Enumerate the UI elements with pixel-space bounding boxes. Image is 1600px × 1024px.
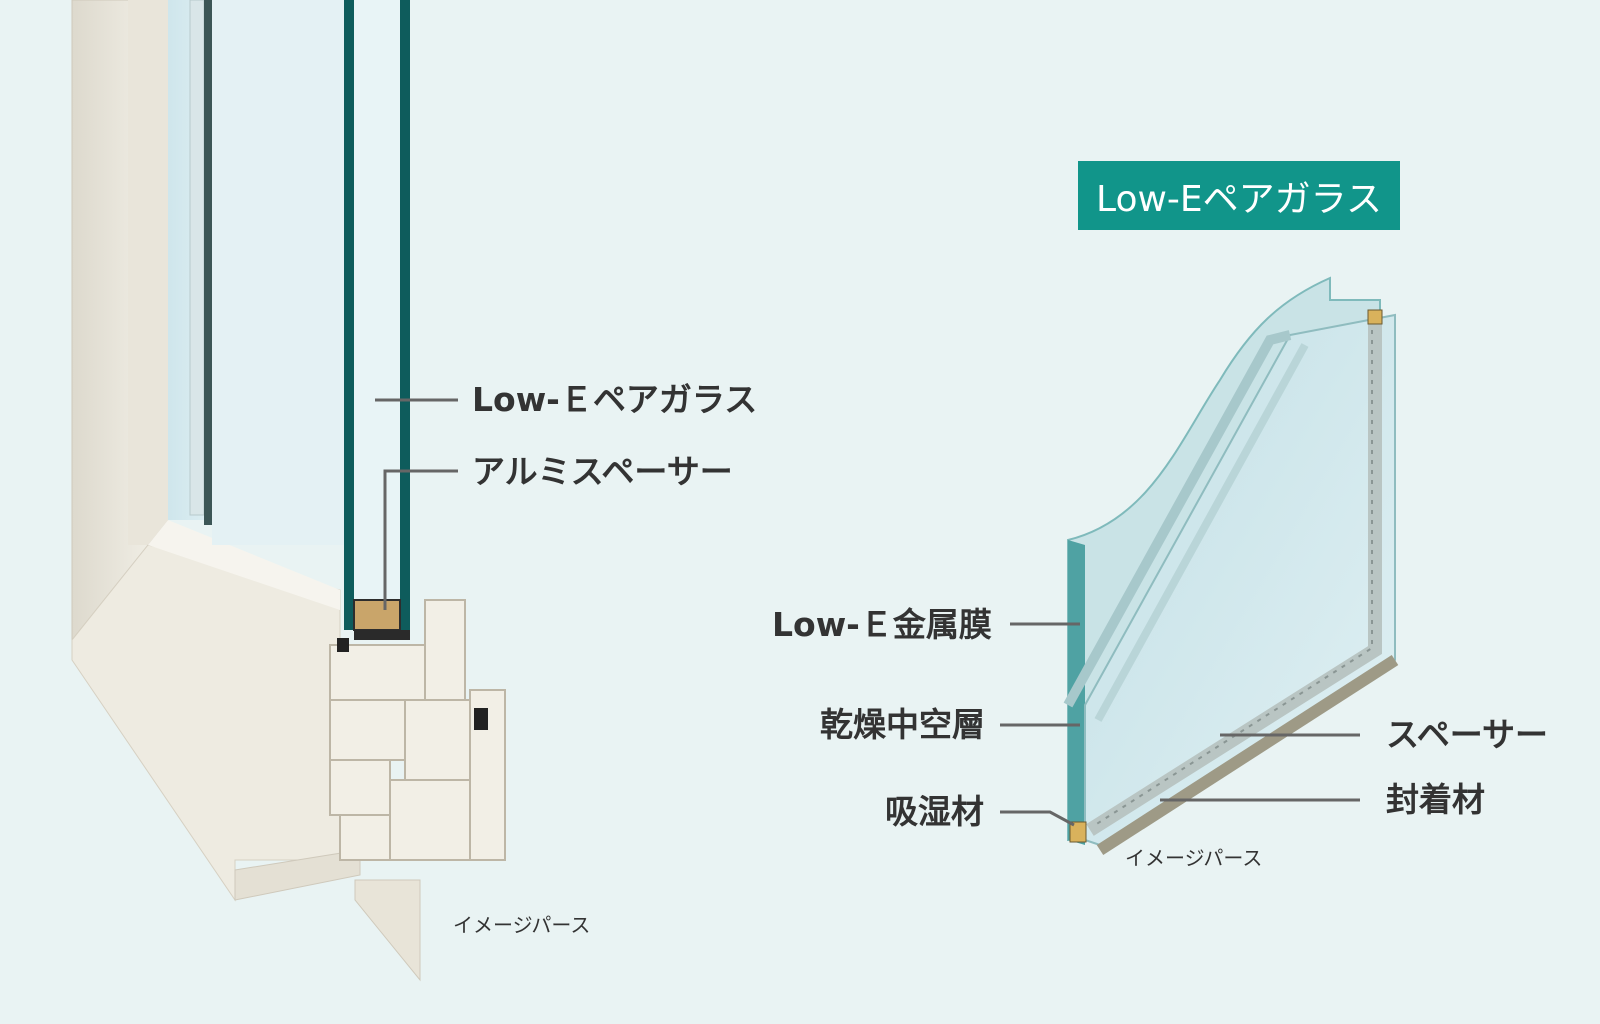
glazing-bead [204,0,212,525]
title-badge: Low-Eペアガラス [1078,161,1400,230]
outer-glass-pane-2 [400,0,410,630]
leader-desiccant [1000,810,1075,827]
inner-glass-pane-2 [212,0,344,545]
spacer-seal [354,630,410,640]
frame-post-edge [128,0,168,545]
label-dry-air-layer: 乾燥中空層 [820,705,985,744]
leader-aluminum-spacer [383,469,458,610]
caption-window-section: イメージパース [453,913,591,937]
label-sealant: 封着材 [1386,780,1485,819]
window-frame-section [71,0,506,982]
frame-profile-chambers [329,599,506,861]
sash-strip [189,0,205,516]
frame-lower-flange [234,849,361,901]
label-low-e-metal-film: Low-Ｅ金属膜 [772,605,992,644]
label-desiccant: 吸湿材 [885,792,984,831]
frame-sill [71,544,341,902]
label-low-e-pair-glass: Low-Ｅペアガラス [472,380,758,419]
aluminum-spacer [353,599,401,631]
glass-front-bevel-2 [1094,343,1309,722]
frame-fin [354,879,421,982]
frame-sill-top [148,520,340,610]
desiccant-top [1367,309,1383,325]
spacer-frame [1086,320,1382,836]
label-spacer: スペーサー [1386,715,1549,754]
sealant-band [1096,654,1399,856]
desiccant-block [1069,821,1087,843]
caption-glass-unit: イメージパース [1125,846,1263,870]
gasket-2 [337,638,349,652]
label-aluminum-spacer: アルミスペーサー [472,452,733,491]
glass-front-bevel [1063,330,1292,708]
glass-air-gap [354,0,400,600]
gasket [474,708,488,730]
outer-glass-pane-1 [344,0,354,630]
glass-unit-illustration [1063,276,1399,856]
